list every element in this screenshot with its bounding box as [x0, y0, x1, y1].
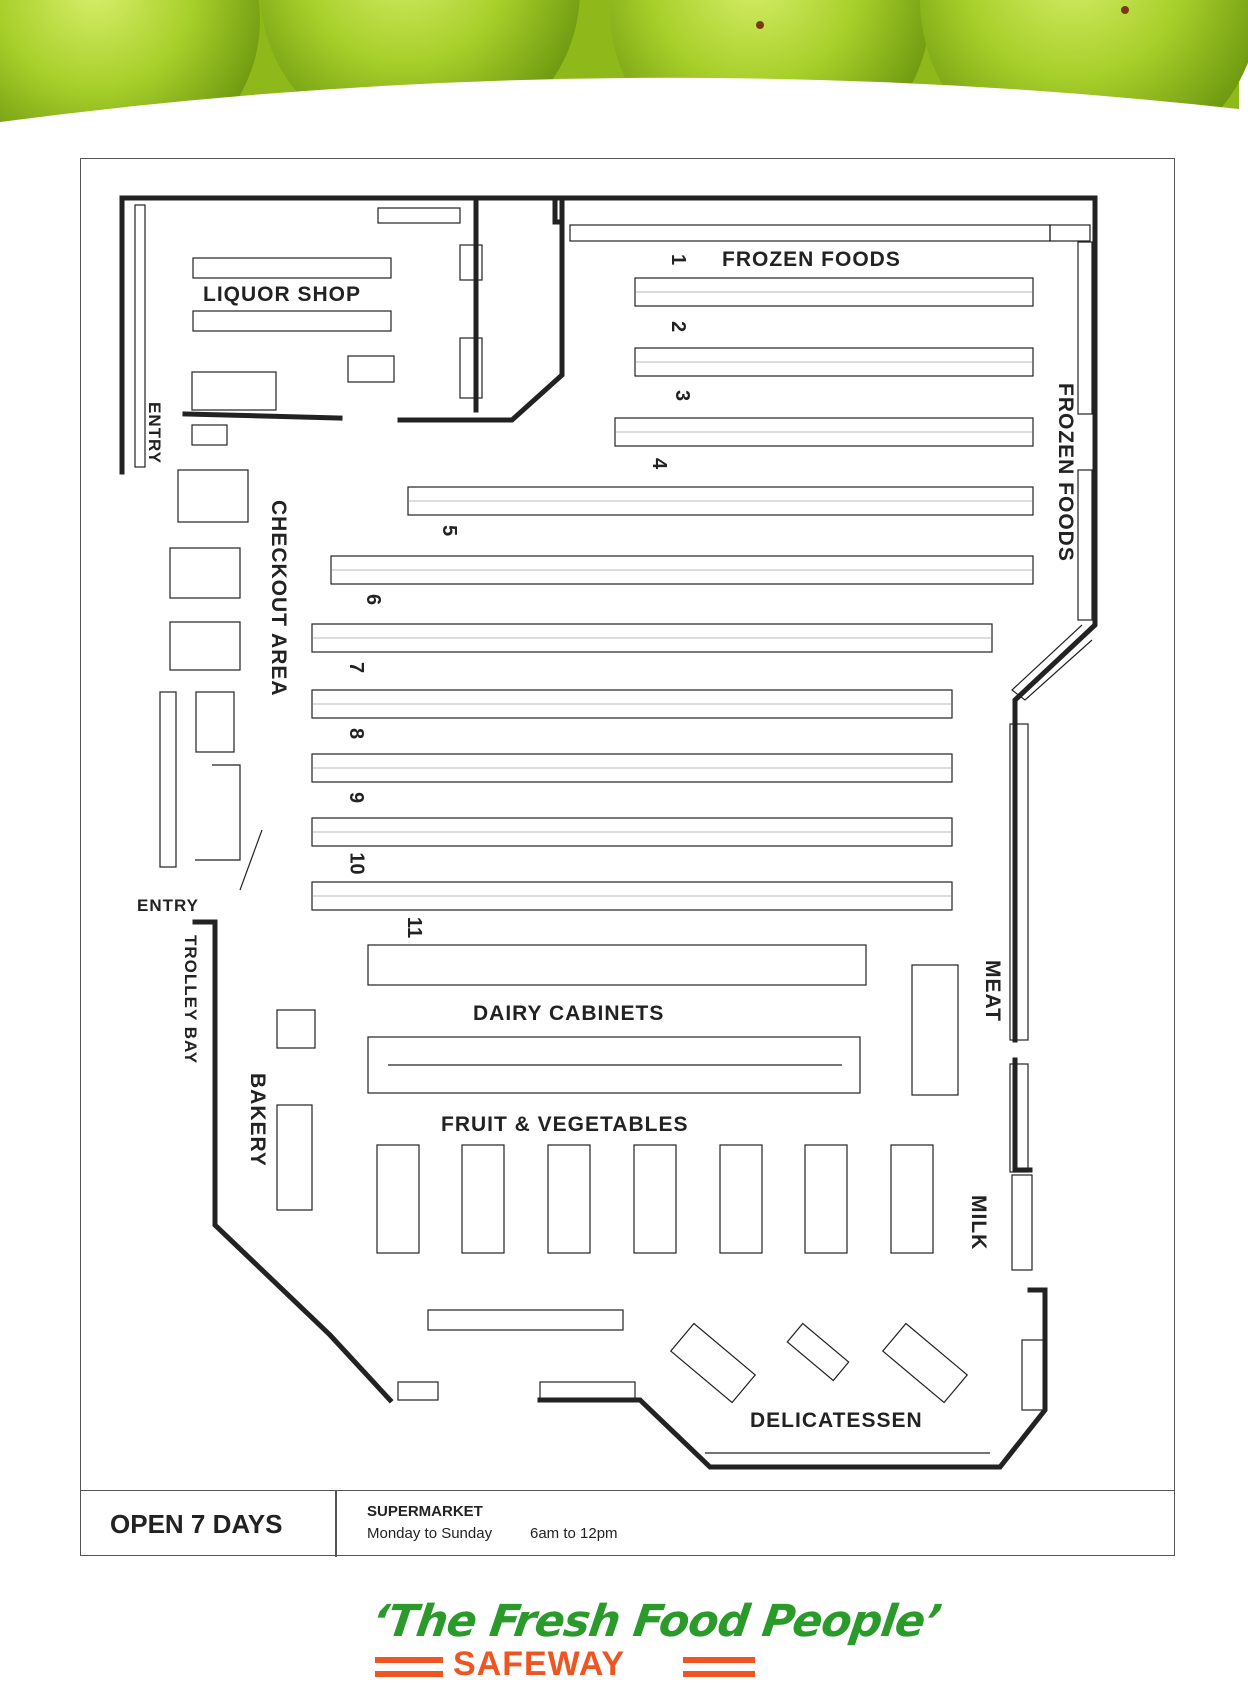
times-text: 6am to 12pm — [530, 1525, 618, 1542]
brand-logo: SAFEWAY — [375, 1645, 875, 1689]
brand-stripe — [375, 1671, 443, 1677]
aisle-number: 10 — [345, 852, 368, 875]
opening-hours-box: OPEN 7 DAYS SUPERMARKET Monday to Sunday… — [80, 1490, 1175, 1557]
frozen-foods-top-label: FROZEN FOODS — [722, 248, 901, 271]
hours-divider — [335, 1491, 337, 1557]
open-days-text: OPEN 7 DAYS — [110, 1509, 283, 1539]
liquor-shop-label: LIQUOR SHOP — [203, 283, 362, 306]
dept-fixtures — [276, 964, 990, 1454]
milk-label: MILK — [967, 1195, 990, 1251]
brand-name: SAFEWAY — [453, 1645, 626, 1683]
dairy-cabinets-label: DAIRY CABINETS — [473, 1002, 665, 1025]
aisle-number: 8 — [345, 727, 368, 740]
meat-label: MEAT — [981, 960, 1004, 1022]
aisle-shelves — [311, 277, 1034, 911]
entry-bottom-label: ENTRY — [137, 896, 199, 915]
delicatessen-label: DELICATESSEN — [750, 1409, 923, 1432]
store-type-text: SUPERMARKET — [367, 1503, 483, 1520]
aisle-number: 6 — [362, 593, 385, 606]
bakery-label: BAKERY — [246, 1073, 269, 1167]
store-walls — [119, 195, 1098, 1470]
checkout-counters — [159, 469, 263, 891]
fruit-vegetables-label: FRUIT & VEGETABLES — [441, 1113, 689, 1136]
aisle-number: 3 — [671, 389, 694, 402]
aisle-number: 1 — [667, 253, 690, 266]
trolley-bay-label: TROLLEY BAY — [181, 935, 200, 1065]
dairy-cabinet — [367, 944, 867, 1094]
tagline: ‘The Fresh Food People’ — [368, 1596, 944, 1647]
apple-banner-image — [0, 0, 1248, 130]
aisle-number: 11 — [403, 916, 426, 939]
floor-plan-frame — [80, 158, 1175, 1556]
freezer-strip — [569, 224, 1093, 1411]
checkout-area-label: CHECKOUT AREA — [267, 500, 290, 697]
brand-stripe — [683, 1671, 755, 1677]
aisle-dividers — [312, 291, 1033, 897]
aisle-number: 5 — [438, 524, 461, 537]
brand-stripe — [375, 1657, 443, 1663]
brand-stripe — [683, 1657, 755, 1663]
frozen-foods-side-label: FROZEN FOODS — [1054, 383, 1077, 562]
aisle-number: 9 — [345, 791, 368, 804]
liquor-shop-shelves — [134, 204, 483, 468]
aisle-number: 2 — [667, 320, 690, 333]
aisle-number: 7 — [345, 661, 368, 674]
produce-tables — [376, 1144, 934, 1331]
days-text: Monday to Sunday — [367, 1525, 493, 1542]
aisle-number: 4 — [648, 457, 671, 470]
entry-top-label: ENTRY — [145, 402, 164, 464]
